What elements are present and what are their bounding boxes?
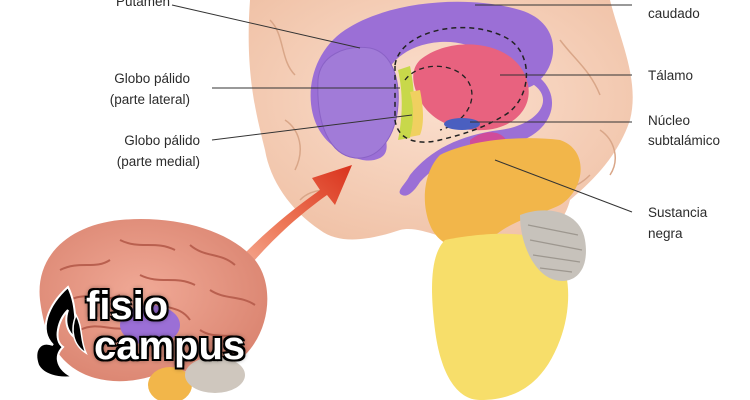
label-putamen: Putamen [115, 0, 170, 9]
label-globo-medial-2: (parte medial) [116, 154, 200, 169]
logo-word-campus: campus [94, 324, 246, 368]
dashed-outline [394, 26, 528, 143]
putamen [317, 46, 399, 159]
subthalamic-nucleus [444, 118, 480, 130]
thalamus [413, 44, 529, 131]
logo-word-fisio: fisio [86, 284, 169, 328]
label-caudado: caudado [648, 6, 700, 21]
leader-lines [171, 4, 633, 213]
label-sustancia-1: Sustancia [648, 205, 708, 220]
label-globo-lateral-2: (parte lateral) [109, 92, 190, 107]
globus-pallidus-lateral [398, 66, 415, 140]
label-subtalamico-1: Núcleo [648, 113, 691, 128]
fisiocampus-logo: fisio campus [28, 285, 288, 380]
brainstem [424, 138, 586, 400]
flame-icon [35, 285, 88, 379]
globus-pallidus-medial [410, 90, 423, 137]
label-globo-medial-1: Globo pálido [124, 133, 200, 148]
label-globo-lateral-1: Globo pálido [114, 71, 190, 86]
label-talamo: Tálamo [648, 68, 694, 83]
label-sustancia-2: negra [648, 226, 683, 241]
label-subtalamico-2: subtalámico [648, 133, 721, 148]
whole-brain-illustration [39, 219, 268, 400]
